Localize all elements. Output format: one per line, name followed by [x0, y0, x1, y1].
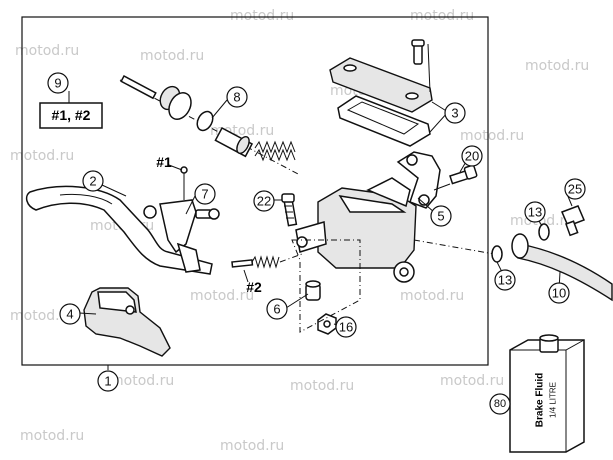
callout-20: 20	[461, 145, 483, 167]
svg-text:motod.ru: motod.ru	[20, 428, 84, 444]
svg-text:7: 7	[201, 187, 208, 202]
callout-notes-box: #1, #2	[39, 102, 103, 129]
hose-guide-line	[413, 239, 501, 256]
svg-text:motod.ru: motod.ru	[290, 378, 354, 394]
callout-1: 1	[97, 370, 119, 392]
svg-text:motod.ru: motod.ru	[110, 373, 174, 389]
assembly-guide-lines	[291, 239, 361, 333]
assembly-frame	[21, 16, 489, 366]
callout-2: 2	[82, 170, 104, 192]
callout-80: 80	[489, 393, 511, 415]
svg-text:20: 20	[465, 149, 479, 164]
piston-assembly	[119, 74, 301, 176]
brake-lever	[25, 185, 213, 275]
svg-text:#1, #2: #1, #2	[52, 107, 91, 123]
svg-text:motod.ru: motod.ru	[525, 58, 589, 74]
svg-text:motod.ru: motod.ru	[230, 8, 294, 24]
svg-text:#1: #1	[156, 154, 172, 170]
svg-text:1: 1	[104, 374, 111, 389]
lever-cover	[83, 287, 171, 357]
callout-4: 4	[59, 303, 81, 325]
clamp-bolt	[433, 164, 478, 191]
callout-7: 7	[194, 183, 216, 205]
svg-text:motod.ru: motod.ru	[220, 438, 284, 454]
svg-text:motod.ru: motod.ru	[400, 288, 464, 304]
svg-text:6: 6	[273, 302, 280, 317]
svg-text:13: 13	[528, 205, 542, 220]
svg-text:#2: #2	[246, 279, 262, 295]
lock-nut	[317, 313, 337, 335]
svg-text:3: 3	[451, 106, 458, 121]
pivot-bolt	[281, 193, 298, 227]
svg-text:motod.ru: motod.ru	[190, 288, 254, 304]
svg-text:22: 22	[257, 194, 271, 209]
svg-text:9: 9	[54, 76, 61, 91]
pushrod-spring	[231, 253, 303, 269]
svg-text:5: 5	[437, 209, 444, 224]
pivot-pin	[305, 280, 321, 301]
callout-6: 6	[266, 298, 288, 320]
callout-13-lower: 13	[494, 269, 516, 291]
callout-22: 22	[253, 190, 275, 212]
callout-16: 16	[335, 316, 357, 338]
callout-13-upper: 13	[524, 201, 546, 223]
svg-text:8: 8	[233, 90, 240, 105]
callout-8: 8	[226, 86, 248, 108]
callout-3: 3	[444, 102, 466, 124]
svg-text:10: 10	[552, 286, 566, 301]
reservoir-cap	[329, 39, 433, 147]
callout-25: 25	[564, 178, 586, 200]
svg-text:motod.ru: motod.ru	[140, 48, 204, 64]
can-volume: 1/4 LITRE	[549, 382, 558, 418]
callout-note-2: #2	[246, 279, 262, 295]
callout-note-1: #1	[156, 154, 172, 170]
can-label: Brake Fluid	[535, 373, 546, 427]
master-cylinder-body	[295, 177, 417, 283]
svg-text:motod.ru: motod.ru	[410, 8, 474, 24]
svg-text:13: 13	[498, 273, 512, 288]
callout-10: 10	[548, 282, 570, 304]
svg-text:2: 2	[89, 174, 96, 189]
svg-text:motod.ru: motod.ru	[460, 128, 524, 144]
svg-text:16: 16	[339, 320, 353, 335]
svg-text:motod.ru: motod.ru	[10, 308, 74, 324]
callout-5: 5	[430, 205, 452, 227]
svg-text:80: 80	[494, 398, 506, 410]
callout-9: 9	[47, 72, 69, 94]
brake-fluid-can: Brake Fluid 1/4 LITRE	[509, 334, 585, 453]
handlebar-clamp	[396, 151, 441, 209]
svg-text:4: 4	[66, 307, 73, 322]
svg-text:motod.ru: motod.ru	[440, 373, 504, 389]
svg-text:25: 25	[568, 182, 582, 197]
svg-text:motod.ru: motod.ru	[15, 43, 79, 59]
svg-text:motod.ru: motod.ru	[10, 148, 74, 164]
